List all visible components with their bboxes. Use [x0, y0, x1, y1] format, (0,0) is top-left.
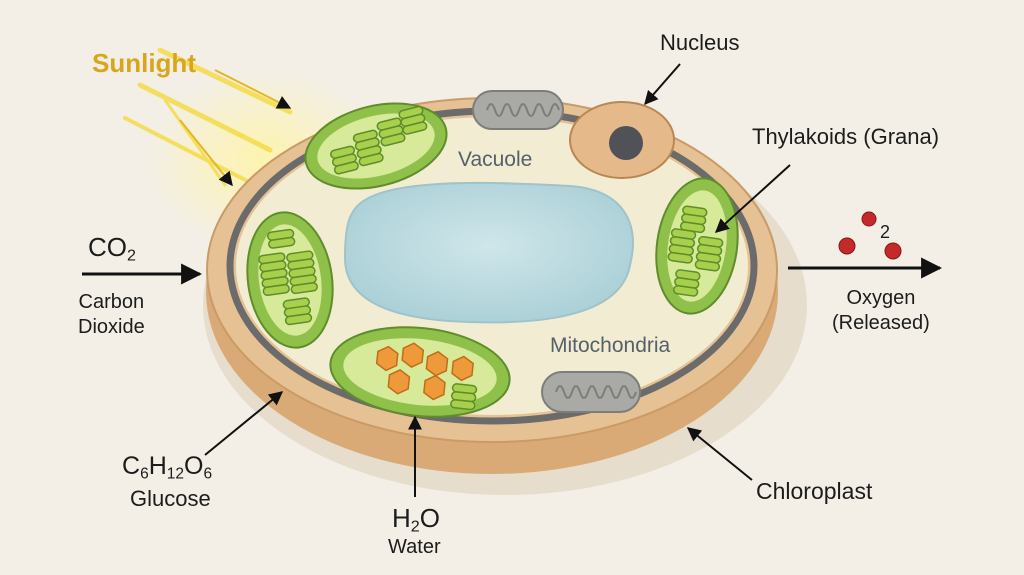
mitochondrion-bottom: [541, 371, 641, 413]
chloroplast-left: [246, 211, 334, 349]
thylakoids-label: Thylakoids (Grana): [752, 124, 940, 149]
thylakoids-pointer: [714, 164, 791, 233]
oxygen-molecule-2: [838, 237, 856, 255]
oxygen-molecule-3: [884, 242, 902, 260]
nucleus-label: Nucleus: [660, 30, 740, 55]
glucose-c: C: [122, 452, 141, 480]
oxygen-name: Oxygen (Released): [832, 286, 930, 336]
starch-grains: [375, 342, 474, 401]
co2-formula: CO2: [88, 232, 136, 266]
chloroplast-top: [304, 102, 448, 190]
glucose-formula: C6H12O6: [122, 452, 212, 483]
water-name: Water: [388, 536, 441, 558]
glucose-name: Glucose: [130, 486, 211, 511]
co2-main-text: CO: [88, 232, 127, 262]
chloroplast-label: Chloroplast: [756, 478, 873, 504]
water-o: O: [419, 503, 440, 533]
sunlight-rays: [123, 47, 293, 187]
chloroplast-bottom: [329, 326, 511, 418]
oxygen-molecule-1: [861, 211, 877, 227]
mitochondria-label: Mitochondria: [550, 334, 671, 357]
glucose-o: O: [184, 452, 204, 480]
glucose-h-sub: 12: [166, 465, 184, 483]
co2-name-line2: Dioxide: [78, 316, 145, 338]
glucose-pointer: [204, 391, 284, 456]
sunlight-label: Sunlight: [92, 48, 196, 78]
vacuole: [343, 181, 634, 324]
glucose-h: H: [148, 452, 167, 480]
mitochondrion-top: [472, 90, 564, 130]
oxygen-line2: (Released): [832, 312, 930, 334]
co2-subscript: 2: [127, 246, 136, 265]
co2-name: Carbon Dioxide: [78, 290, 145, 340]
water-h-sub: 2: [410, 517, 420, 536]
water-formula: H2O: [392, 503, 440, 537]
oxygen-line1: Oxygen: [846, 287, 916, 309]
o2-subscript-label: 2: [880, 222, 891, 242]
vacuole-label: Vacuole: [458, 148, 533, 171]
sunlight-arrow-1: [214, 69, 292, 109]
glucose-o-sub: 6: [203, 465, 213, 483]
chloroplast-pointer: [686, 427, 753, 481]
nucleolus: [609, 126, 643, 160]
sunlight-arrow-2: [179, 119, 233, 187]
nucleus-pointer: [644, 63, 681, 106]
co2-name-line1: Carbon: [78, 291, 145, 313]
water-h: H: [392, 503, 411, 533]
glucose-c-sub: 6: [140, 465, 149, 483]
chloroplast-right: [655, 177, 739, 315]
